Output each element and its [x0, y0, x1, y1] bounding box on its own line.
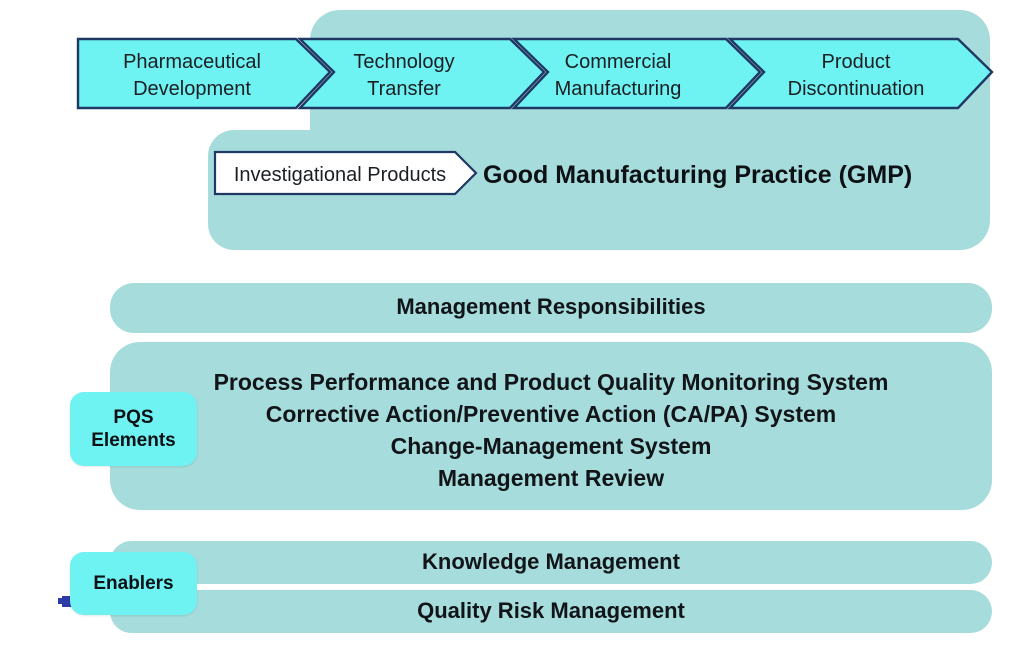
pqs-tag-line-1: PQS: [113, 407, 154, 428]
pqs-tag-line-2: Elements: [91, 430, 176, 451]
pqs-elements-band: Process Performance and Product Quality …: [110, 342, 992, 510]
gmp-heading: Good Manufacturing Practice (GMP): [483, 161, 913, 189]
management-responsibilities-label: Management Responsibilities: [396, 294, 706, 319]
chevron-label-stage-1-line-2: Development: [133, 78, 251, 100]
blue-arrow-marker-icon: [58, 596, 72, 607]
quality-risk-management-band: Quality Risk Management: [110, 590, 992, 633]
gmp-scope-panel: [310, 10, 990, 250]
chevron-shape-stage-1: [76, 37, 332, 110]
knowledge-management-band: Knowledge Management: [110, 541, 992, 584]
knowledge-management-label: Knowledge Management: [422, 549, 680, 574]
chevron-label-stage-1-line-1: Pharmaceutical: [123, 51, 261, 73]
lifecycle-stage-1: Pharmaceutical Development: [76, 37, 332, 110]
pqs-element-item: Change-Management System: [390, 433, 712, 459]
pqs-element-item: Corrective Action/Preventive Action (CA/…: [265, 401, 837, 427]
pqs-elements-tag: PQS Elements: [70, 392, 197, 466]
enablers-tag: Enablers: [70, 552, 197, 615]
pqs-element-item: Management Review: [437, 465, 665, 491]
quality-risk-management-label: Quality Risk Management: [417, 598, 685, 623]
pqs-elements-list: Process Performance and Product Quality …: [110, 366, 992, 494]
enablers-tag-label: Enablers: [93, 573, 174, 594]
gmp-scope-panel-extension: [208, 130, 388, 250]
pqs-element-item: Process Performance and Product Quality …: [213, 369, 889, 395]
management-responsibilities-band: Management Responsibilities: [110, 283, 992, 333]
